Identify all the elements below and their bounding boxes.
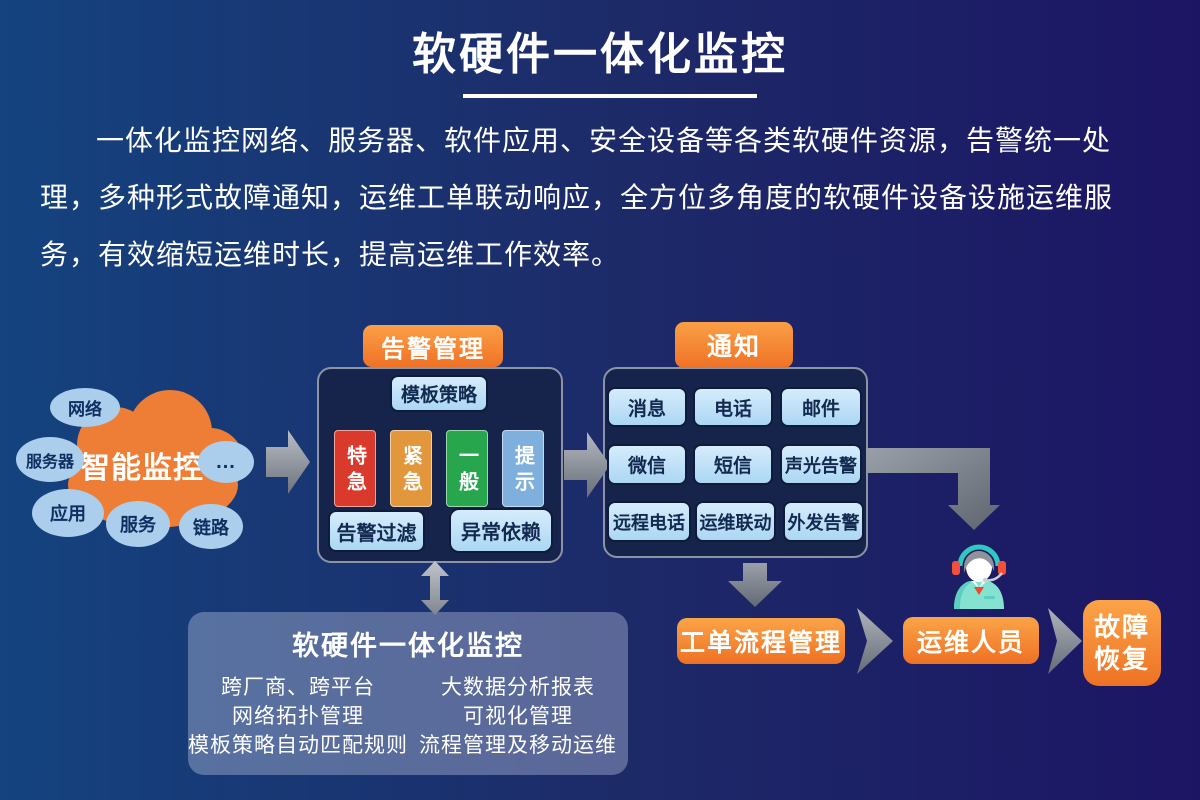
ops-personnel-button: 运维人员 bbox=[903, 617, 1039, 664]
feature-network-topology: 网络拓扑管理 bbox=[232, 705, 364, 728]
alert-management-header: 告警管理 bbox=[363, 325, 503, 367]
flow-arrow-operator-to-recovery bbox=[1048, 608, 1082, 674]
fault-recovery-line2: 恢复 bbox=[1093, 644, 1150, 674]
channel-remote-call: 远程电话 bbox=[607, 501, 691, 542]
feature-template-matching: 模板策略自动匹配规则 bbox=[188, 734, 408, 757]
alert-level-hint-tag: 提示 bbox=[502, 430, 544, 507]
flow-arrow-notify-to-ticket bbox=[728, 563, 782, 607]
platform-summary-left-column: 跨厂商、跨平台 网络拓扑管理 模板策略自动匹配规则 bbox=[188, 673, 408, 760]
title-underline bbox=[463, 94, 757, 98]
feature-bigdata-report: 大数据分析报表 bbox=[441, 676, 595, 699]
bubble-server: 服务器 bbox=[16, 437, 84, 482]
feature-visual-management: 可视化管理 bbox=[463, 705, 573, 728]
alert-level-urgent-tag: 紧急 bbox=[390, 430, 432, 507]
channel-phone: 电话 bbox=[693, 387, 773, 427]
ticket-workflow-button: 工单流程管理 bbox=[677, 618, 845, 664]
channel-outgoing-alert: 外发告警 bbox=[783, 501, 864, 542]
fault-recovery-button: 故障 恢复 bbox=[1083, 600, 1161, 686]
headset-operator-icon bbox=[952, 544, 1006, 609]
flow-arrow-ticket-to-operator bbox=[857, 608, 893, 674]
platform-summary-right-column: 大数据分析报表 可视化管理 流程管理及移动运维 bbox=[408, 673, 628, 760]
alert-level-general-tag: 一般 bbox=[446, 430, 488, 507]
channel-sms: 短信 bbox=[693, 444, 773, 485]
channel-wechat: 微信 bbox=[607, 444, 687, 485]
bubble-link: 链路 bbox=[179, 504, 243, 549]
page-title: 软硬件一体化监控 bbox=[412, 30, 788, 79]
feature-process-mobile-ops: 流程管理及移动运维 bbox=[419, 734, 617, 757]
bubble-service: 服务 bbox=[106, 501, 170, 547]
platform-summary-title: 软硬件一体化监控 bbox=[292, 631, 524, 661]
alert-filter-button: 告警过滤 bbox=[328, 510, 425, 552]
channel-message: 消息 bbox=[607, 387, 687, 427]
bubble-more: ... bbox=[198, 441, 254, 483]
channel-sound-light-alert: 声光告警 bbox=[780, 444, 862, 485]
channel-ops-linkage: 运维联动 bbox=[695, 501, 776, 542]
feature-cross-vendor: 跨厂商、跨平台 bbox=[221, 676, 375, 699]
bubble-application: 应用 bbox=[32, 489, 104, 537]
channel-email: 邮件 bbox=[780, 387, 862, 427]
flow-arrow-alert-to-notify bbox=[564, 432, 610, 498]
platform-summary-panel: 软硬件一体化监控 跨厂商、跨平台 网络拓扑管理 模板策略自动匹配规则 大数据分析… bbox=[188, 612, 628, 775]
fault-recovery-line1: 故障 bbox=[1093, 611, 1150, 642]
flow-arrow-notify-to-operator bbox=[866, 448, 1000, 530]
cloud-label: 智能监控 bbox=[80, 452, 204, 485]
bubble-network: 网络 bbox=[50, 388, 120, 427]
flow-arrow-cloud-to-alert bbox=[266, 430, 310, 494]
alert-level-critical-tag: 特急 bbox=[334, 430, 376, 507]
template-policy-button: 模板策略 bbox=[390, 375, 488, 412]
flow-arrow-alert-platform-bidirectional bbox=[421, 561, 449, 615]
notification-header: 通知 bbox=[675, 322, 793, 368]
intro-paragraph: 一体化监控网络、服务器、软件应用、安全设备等各类软硬件资源，告警统一处理，多种形… bbox=[40, 125, 1114, 270]
exception-dependency-button: 异常依赖 bbox=[449, 508, 553, 553]
